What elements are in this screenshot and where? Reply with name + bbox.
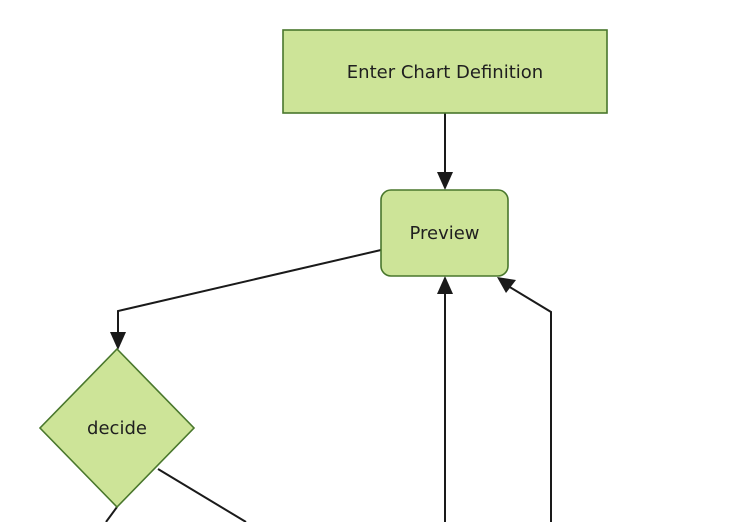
arrow-head-icon	[437, 276, 453, 294]
edge-line	[105, 506, 118, 522]
edge-decide-to-offscreen-left[interactable]	[105, 506, 118, 522]
edge-bottom-right-into-preview[interactable]	[497, 277, 552, 522]
edge-line	[157, 468, 247, 522]
node-decide-shape	[38, 347, 196, 509]
edge-enter-to-preview[interactable]	[437, 113, 453, 190]
node-enter-chart-definition-shape	[282, 29, 608, 114]
node-decide[interactable]: decide	[38, 347, 196, 509]
edge-line	[117, 249, 382, 338]
edge-layer	[105, 113, 552, 522]
edge-bottom-left-into-preview[interactable]	[437, 276, 453, 522]
edge-preview-to-decide[interactable]	[110, 249, 382, 350]
node-preview-shape	[380, 189, 509, 277]
node-preview[interactable]: Preview	[380, 189, 509, 277]
arrow-head-icon	[437, 172, 453, 190]
node-decide-label: decide	[87, 418, 147, 439]
arrow-head-icon	[110, 332, 126, 350]
arrow-head-icon	[497, 277, 516, 293]
node-preview-label: Preview	[409, 223, 479, 244]
edge-line	[507, 285, 552, 522]
node-enter-chart-definition-label: Enter Chart Definition	[347, 62, 543, 83]
node-enter-chart-definition[interactable]: Enter Chart Definition	[282, 29, 608, 114]
node-layer: Enter Chart Definition Preview decide	[38, 29, 608, 509]
edge-decide-to-offscreen-right[interactable]	[157, 468, 247, 522]
